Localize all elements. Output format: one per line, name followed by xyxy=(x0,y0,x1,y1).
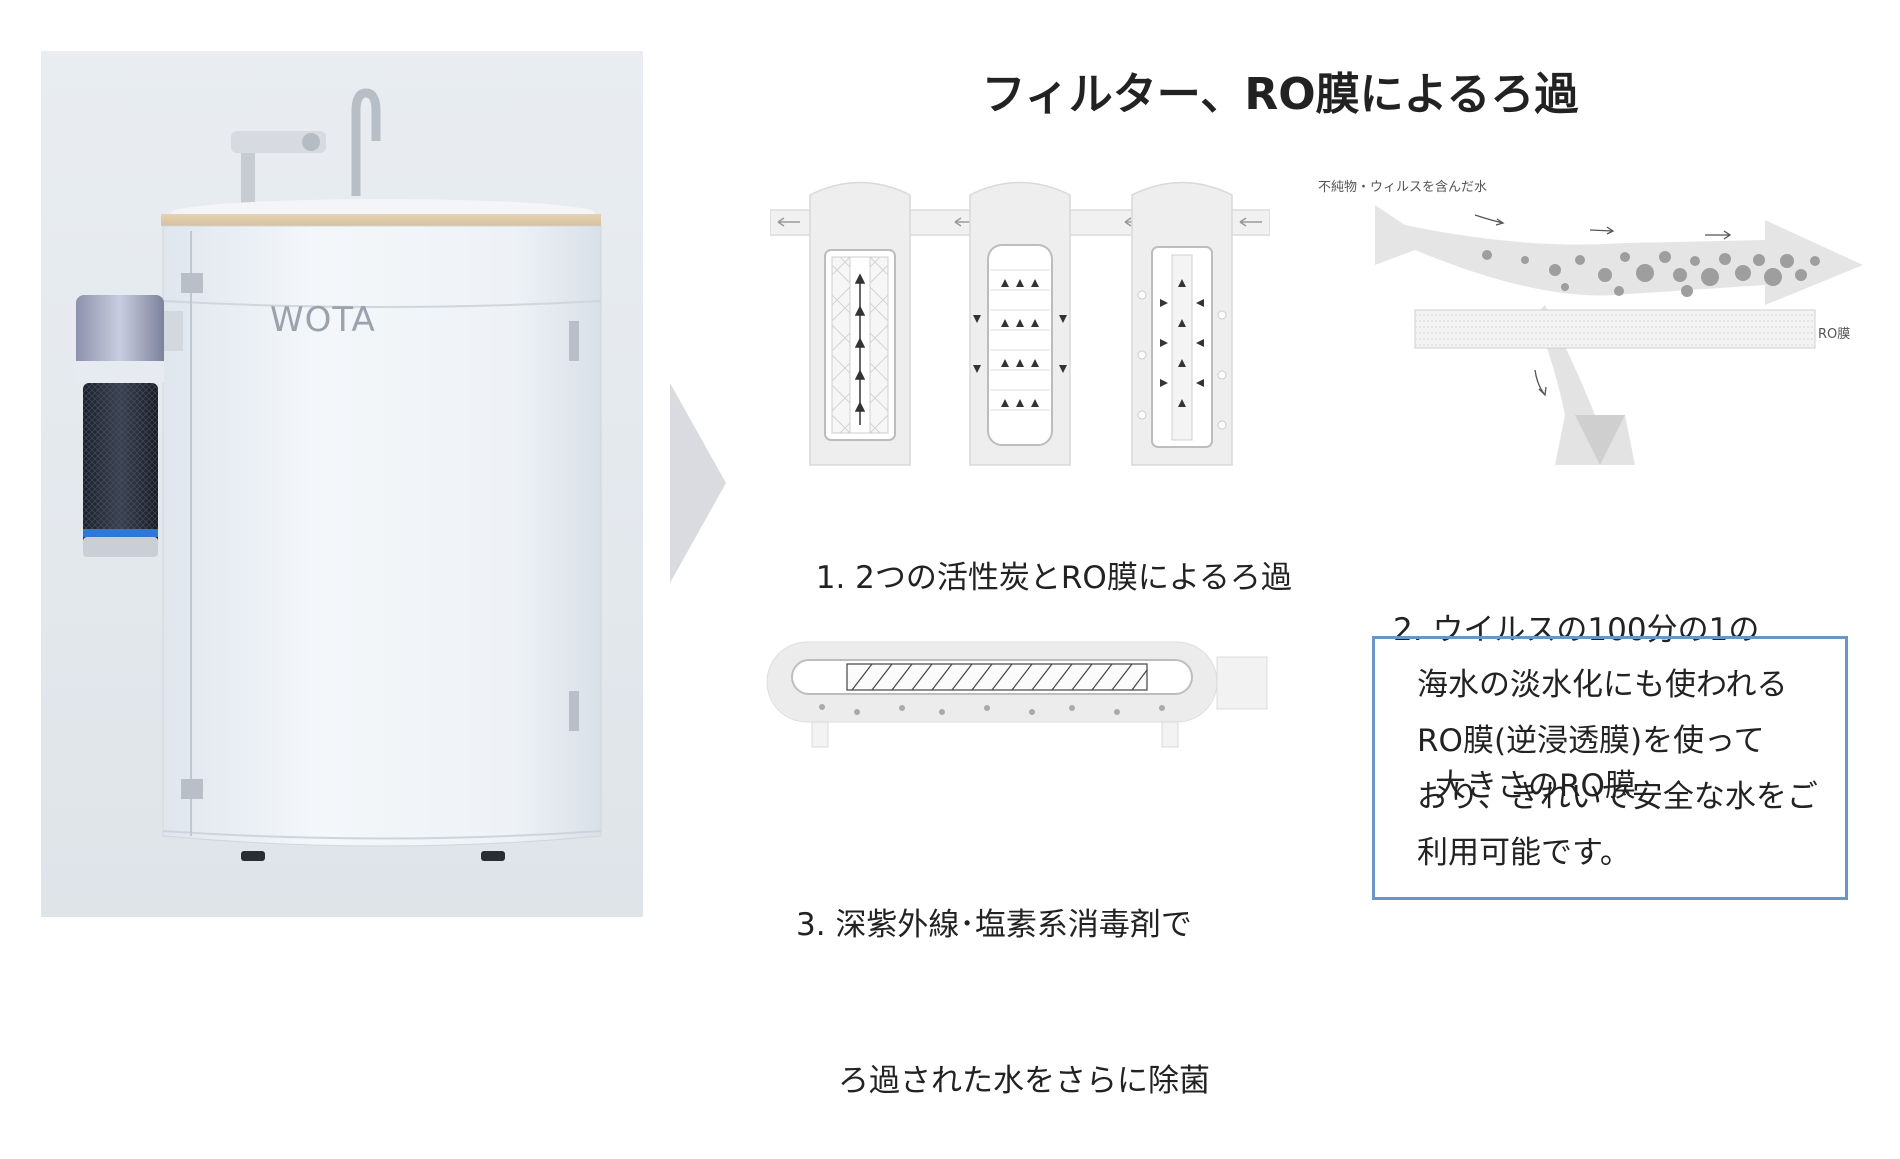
note-line: おり、きれいで安全な水をご xyxy=(1417,779,1818,815)
product-photo xyxy=(41,51,643,917)
step-1-caption: 1. 2つの活性炭とRO膜によるろ過 xyxy=(796,500,1292,604)
step-line: ウイルスの100分の1の xyxy=(1432,612,1760,648)
page-title: フィルター、RO膜によるろ過 xyxy=(981,69,1579,120)
step-line: ろ過された水をさらに除菌 xyxy=(838,1063,1210,1099)
note-box: 海水の淡水化にも使われる RO膜(逆浸透膜)を使って おり、きれいで安全な水をご… xyxy=(1372,636,1848,900)
uv-sterilizer-diagram xyxy=(762,632,1292,766)
step-line: 深紫外線･塩素系消毒剤で xyxy=(835,907,1192,943)
step-number: 1. xyxy=(815,560,846,596)
ro-membrane-diagram xyxy=(1375,195,1865,479)
note-line: RO膜(逆浸透膜)を使って xyxy=(1417,723,1765,759)
step-line: 2つの活性炭とRO膜によるろ過 xyxy=(855,560,1292,596)
step-number: 2. xyxy=(1393,612,1423,648)
chevron-right-icon xyxy=(670,383,730,587)
step-3-caption: 3. 深紫外線･塩素系消毒剤で ろ過された水をさらに除菌 xyxy=(796,795,1210,1159)
note-line: 利用可能です。 xyxy=(1417,835,1631,871)
ro-membrane-label: RO膜 xyxy=(1818,327,1851,342)
product-brand-label: WOTA xyxy=(270,300,376,340)
step-2-caption: 2. ウイルスの100分の1の 大きさのRO膜 xyxy=(1393,500,1759,864)
filter-cartridge-diagram xyxy=(769,175,1271,484)
step-number: 3. xyxy=(796,907,826,943)
step-line: 大きさのRO膜 xyxy=(1435,768,1636,804)
ro-input-label: 不純物・ウィルスを含んだ水 xyxy=(1318,180,1488,195)
note-line: 海水の淡水化にも使われる xyxy=(1417,667,1788,703)
